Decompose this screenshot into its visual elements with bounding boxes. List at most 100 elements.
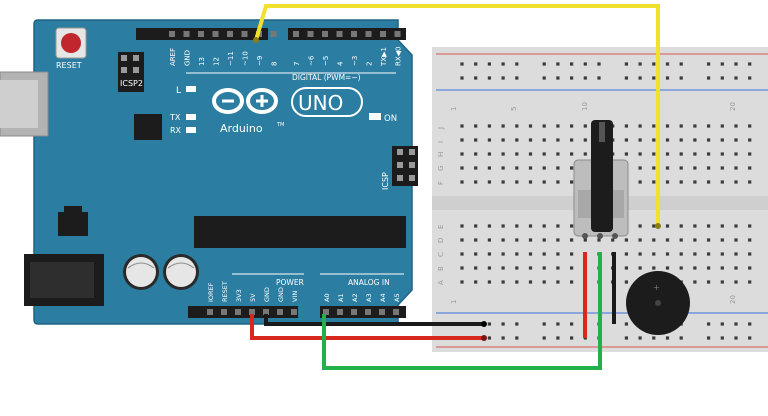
pot-pin-middle xyxy=(597,233,603,239)
breadboard-hole xyxy=(624,152,628,156)
reset-button[interactable] xyxy=(61,33,81,53)
power-pin-label: RESET xyxy=(221,281,229,302)
potentiometer[interactable] xyxy=(573,120,629,239)
rail-hole xyxy=(570,62,574,66)
digital-pin-label: 2 xyxy=(366,62,374,66)
breadboard-hole xyxy=(652,124,656,128)
breadboard-hole xyxy=(515,238,519,242)
bottom-header-hole xyxy=(323,309,329,315)
breadboard-hole xyxy=(748,266,752,270)
potentiometer-knob-mark xyxy=(599,122,605,142)
breadboard-hole xyxy=(693,152,697,156)
digital-pin-label: 4 xyxy=(337,61,345,66)
buzzer-plus-mark: + xyxy=(653,283,660,292)
bottom-header-holes xyxy=(207,309,399,315)
breadboard-hole xyxy=(460,152,464,156)
breadboard-hole xyxy=(487,224,491,228)
breadboard-hole xyxy=(528,180,533,184)
breadboard-hole xyxy=(570,180,574,184)
breadboard-hole xyxy=(638,124,642,128)
bottom-header-hole xyxy=(351,309,357,315)
breadboard-hole xyxy=(693,266,697,270)
breadboard-hole xyxy=(665,180,670,184)
rail-hole xyxy=(501,322,505,326)
breadboard-hole xyxy=(460,224,464,228)
wire-red-end xyxy=(481,335,487,341)
brand-label: Arduino xyxy=(220,122,263,135)
breadboard-hole xyxy=(679,238,683,242)
rail-hole xyxy=(679,336,683,340)
analog-label: ANALOG IN xyxy=(348,278,390,287)
breadboard-hole xyxy=(528,138,533,142)
digital-header-hole xyxy=(322,31,328,37)
row-letter-h: H xyxy=(437,152,445,157)
voltage-regulator xyxy=(58,212,88,236)
breadboard-hole xyxy=(487,166,491,170)
potentiometer-knob[interactable] xyxy=(591,120,613,232)
breadboard-hole xyxy=(542,166,546,170)
breadboard-hole xyxy=(515,224,519,228)
breadboard-hole xyxy=(679,166,683,170)
digital-pin-label: 12 xyxy=(213,57,221,66)
breadboard-hole xyxy=(528,266,533,270)
power-pin-label: VIN xyxy=(291,291,299,302)
breadboard-hole xyxy=(474,280,478,284)
trademark-label: TM xyxy=(276,122,284,128)
digital-pin-label: ~3 xyxy=(351,56,359,66)
breadboard-hole xyxy=(624,238,628,242)
breadboard-hole xyxy=(652,252,656,256)
bottom-header-hole xyxy=(249,309,255,315)
col-number-1-top: 1 xyxy=(450,107,458,111)
rail-hole xyxy=(556,322,560,326)
breadboard-hole xyxy=(693,238,697,242)
rail-hole xyxy=(624,62,628,66)
breadboard-hole xyxy=(748,138,752,142)
digital-label: DIGITAL (PWM=~) xyxy=(292,73,361,82)
rail-hole xyxy=(734,336,738,340)
breadboard-hole xyxy=(720,124,724,128)
breadboard-hole xyxy=(638,180,642,184)
digital-header-hole xyxy=(183,31,190,37)
rail-hole xyxy=(734,322,738,326)
rail-hole xyxy=(487,322,491,326)
breadboard-hole xyxy=(679,224,683,228)
rail-hole xyxy=(624,336,628,340)
breadboard-hole xyxy=(528,252,533,256)
digital-header-right xyxy=(288,28,406,40)
breadboard-hole xyxy=(652,166,656,170)
row-letter-i: I xyxy=(437,141,445,143)
icsp-pin xyxy=(409,162,415,168)
breadboard-hole xyxy=(693,180,697,184)
digital-pin-label: ~5 xyxy=(322,56,330,66)
power-pin-label: 3V3 xyxy=(235,289,243,302)
rail-hole xyxy=(556,336,560,340)
rail-hole xyxy=(679,62,683,66)
breadboard-hole xyxy=(583,152,587,156)
breadboard-hole xyxy=(556,252,560,256)
breadboard-hole xyxy=(707,124,711,128)
breadboard-hole xyxy=(487,138,491,142)
rail-hole xyxy=(474,76,478,80)
breadboard-hole xyxy=(501,266,505,270)
breadboard-hole xyxy=(748,252,752,256)
breadboard-hole xyxy=(474,266,478,270)
wire-yellow-end-board xyxy=(253,37,259,43)
power-header xyxy=(188,306,298,318)
breadboard-hole xyxy=(570,166,574,170)
rail-hole xyxy=(748,336,752,340)
power-pin-label: GND xyxy=(263,287,271,302)
breadboard-hole xyxy=(734,224,738,228)
breadboard-hole xyxy=(720,138,724,142)
bottom-header-hole xyxy=(337,309,343,315)
breadboard-hole xyxy=(679,124,683,128)
breadboard-hole xyxy=(707,266,711,270)
breadboard-hole xyxy=(720,224,724,228)
rail-hole xyxy=(460,62,464,66)
breadboard-hole xyxy=(487,238,491,242)
breadboard-hole xyxy=(570,224,574,228)
rail-hole xyxy=(707,322,711,326)
breadboard-hole xyxy=(679,252,683,256)
breadboard-hole xyxy=(734,180,738,184)
rail-hole xyxy=(720,336,724,340)
breadboard-hole xyxy=(570,138,574,142)
